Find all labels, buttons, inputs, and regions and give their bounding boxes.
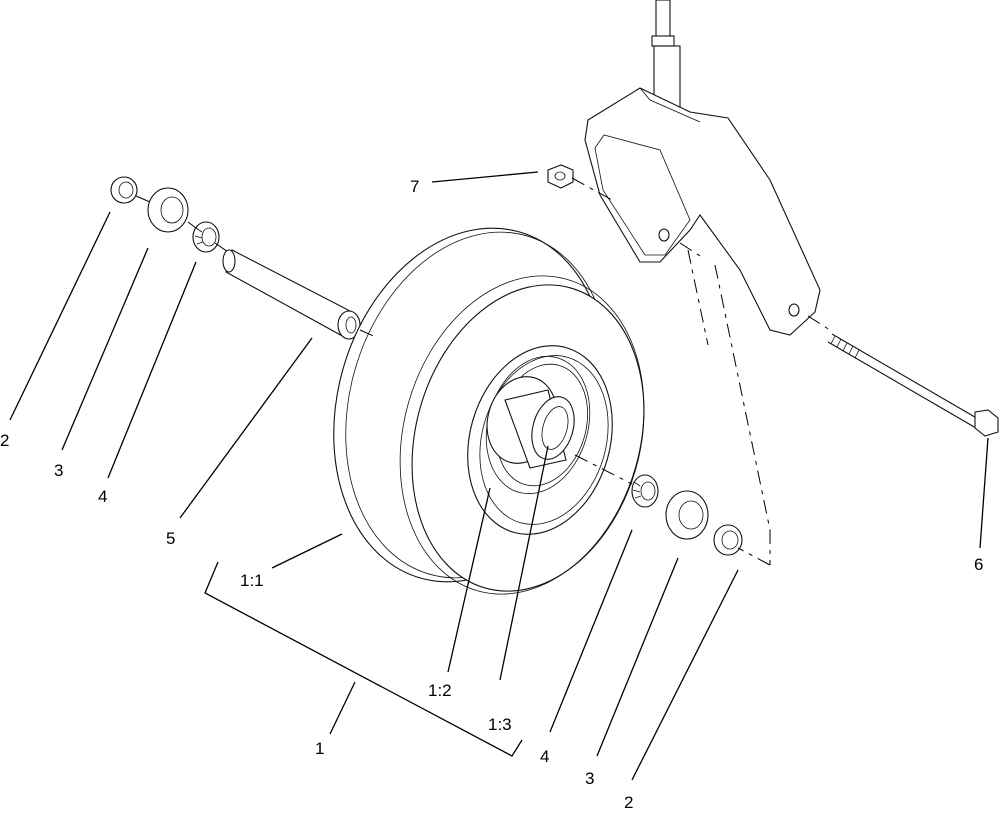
- callout-1-1: 1:1: [240, 571, 264, 590]
- callout-2-right: 2: [624, 793, 633, 812]
- fork-yoke: [584, 87, 821, 336]
- callout-3-left: 3: [54, 461, 63, 480]
- callout-2-left: 2: [0, 431, 9, 450]
- callout-labels: 2 3 4 5 7 6 1:1 1:2 1:3 1 4 3 2: [0, 177, 983, 812]
- axle-tube: [222, 249, 361, 340]
- seal-left: [147, 187, 189, 233]
- caster-fork: [584, 0, 821, 336]
- spacer-right: [713, 524, 743, 556]
- callout-1-3: 1:3: [488, 715, 512, 734]
- callout-7: 7: [410, 177, 419, 196]
- fork-axle-hole-front: [658, 228, 670, 242]
- hub: [486, 376, 575, 469]
- leader-lines: [9, 171, 989, 781]
- fork-stem-tip: [655, 0, 671, 39]
- callout-3-right: 3: [585, 769, 594, 788]
- wheel-assembly: [333, 227, 645, 595]
- assembly-axis-lines: [135, 177, 831, 566]
- bearing-right: [631, 474, 659, 508]
- callout-6: 6: [974, 555, 983, 574]
- fork-axle-hole-rear: [788, 303, 800, 317]
- hex-bolt: [827, 333, 999, 437]
- spacer-left: [110, 176, 138, 204]
- fork-stem-collar: [651, 35, 675, 47]
- lock-nut: [547, 164, 574, 189]
- bearing-left: [192, 221, 220, 253]
- seal-right: [665, 490, 709, 540]
- callout-1: 1: [315, 739, 324, 758]
- callout-4-right: 4: [540, 747, 549, 766]
- callout-1-2: 1:2: [428, 681, 452, 700]
- callout-4-left: 4: [98, 487, 107, 506]
- callout-5: 5: [166, 529, 175, 548]
